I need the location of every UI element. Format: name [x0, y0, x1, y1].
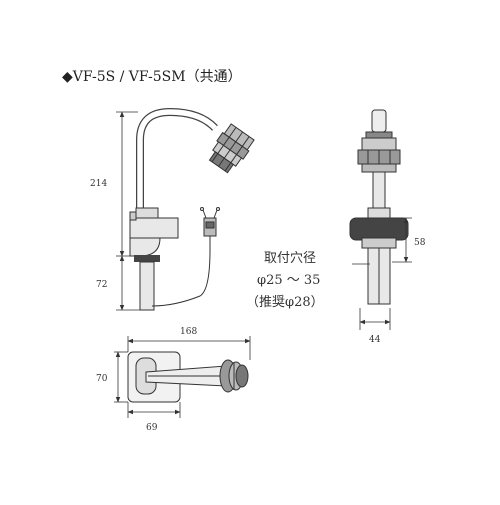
- top-aerator: [219, 359, 249, 393]
- hole-note-recommended: （推奨φ28）: [246, 295, 324, 310]
- front-gasket: [349, 217, 409, 241]
- front-riser: [372, 171, 386, 211]
- side-body: [129, 217, 179, 257]
- dim-base-width: 69: [146, 423, 158, 433]
- dim-counter-clamp: 58: [414, 238, 426, 248]
- hole-note-title: 取付穴径: [264, 251, 316, 266]
- dim-base-depth: 70: [96, 374, 108, 384]
- front-view: [349, 109, 409, 305]
- top-view: [127, 351, 249, 403]
- hole-note-range: φ25 ～ 35: [257, 273, 320, 288]
- dim-top: [114, 336, 251, 418]
- side-shank: [139, 261, 155, 311]
- front-collar: [367, 207, 391, 219]
- side-collar: [135, 207, 159, 219]
- side-spout: [136, 107, 218, 212]
- dim-height-total: 214: [90, 179, 107, 189]
- diagram-title: ◆VF-5S / VF-5SM（共通）: [62, 69, 242, 85]
- dim-front: [352, 217, 412, 330]
- dim-vertical-left: [116, 111, 140, 311]
- side-counter-band: [134, 255, 160, 262]
- dim-shank-width: 44: [369, 335, 381, 345]
- dim-height-below: 72: [96, 280, 107, 290]
- side-hose: [151, 236, 211, 307]
- dim-spout-reach: 168: [180, 327, 197, 337]
- side-aerator: [208, 123, 255, 174]
- side-view: [129, 107, 255, 311]
